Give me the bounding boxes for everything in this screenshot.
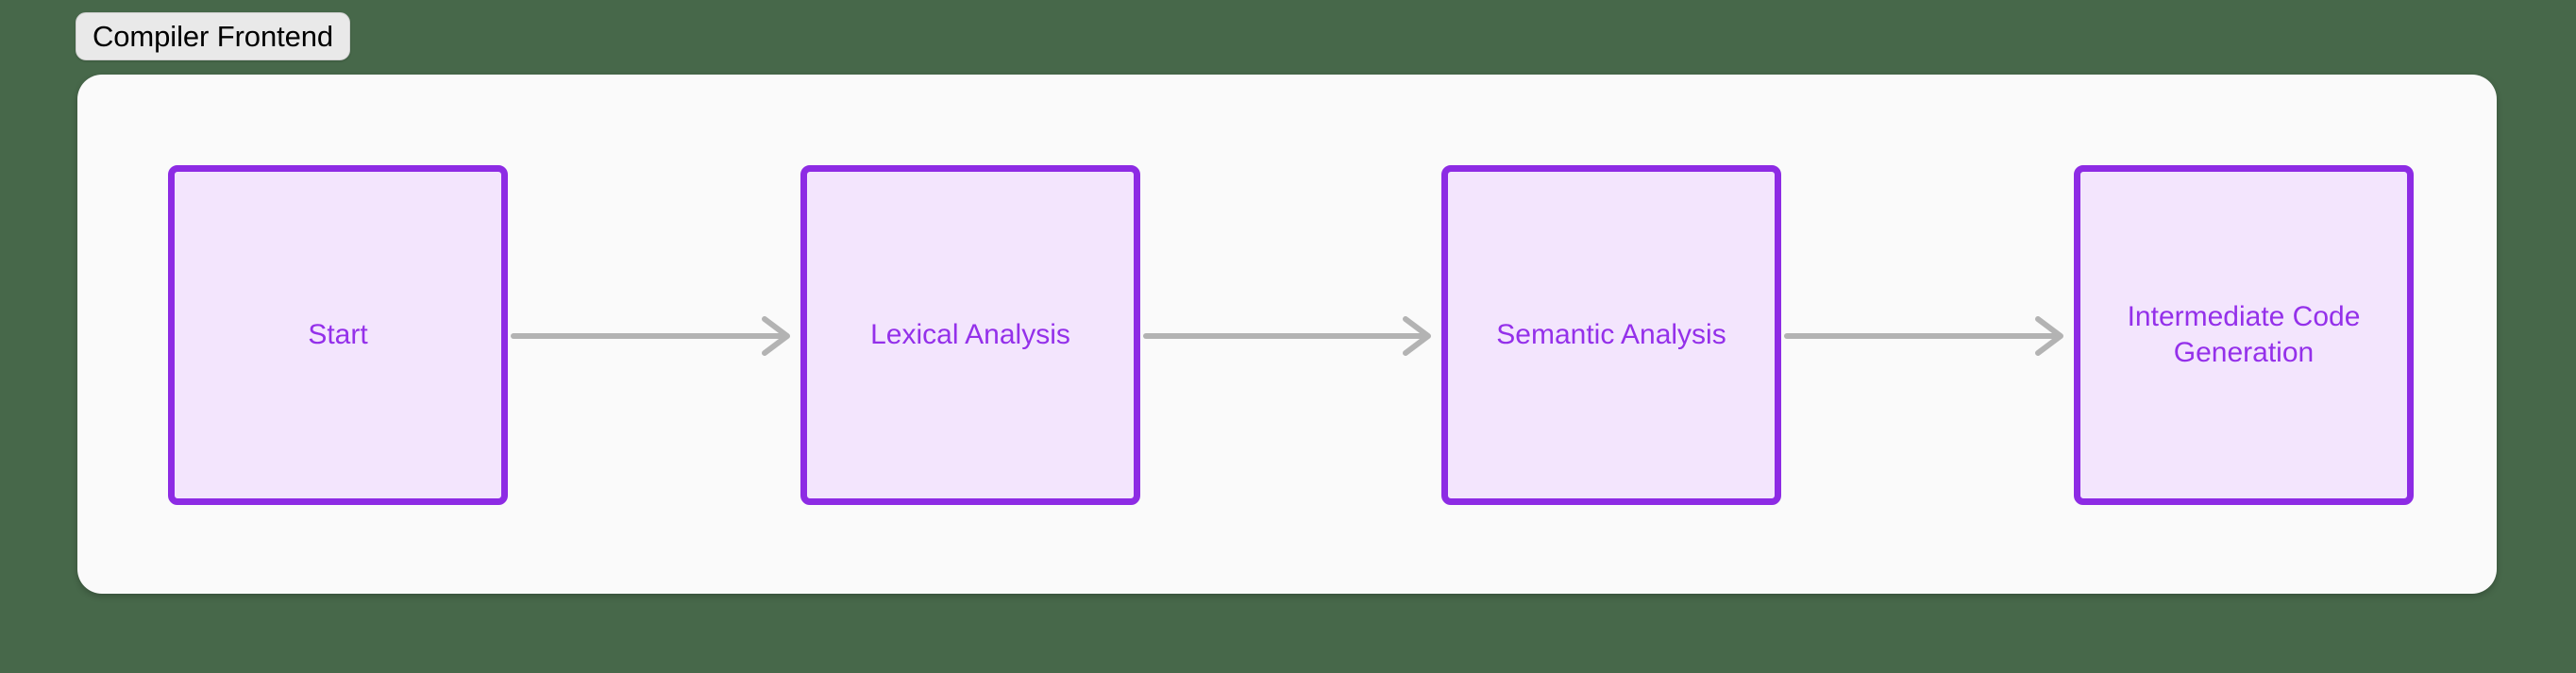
flow-edge-lexical-semantic: [1143, 316, 1431, 356]
flow-node-label: Lexical Analysis: [870, 318, 1070, 350]
diagram-title-label: Compiler Frontend: [93, 20, 334, 53]
flow-node-intermediate-code-generation[interactable]: Intermediate Code Generation: [2074, 165, 2414, 505]
flow-node-label: Intermediate Code Generation: [2127, 300, 2361, 368]
diagram-title-pill: Compiler Frontend: [76, 12, 351, 60]
flow-canvas[interactable]: Start Lexical Analysis Semantic Analysis…: [77, 75, 2497, 594]
flow-node-lexical-analysis[interactable]: Lexical Analysis: [800, 165, 1140, 505]
diagram-panel: Start Lexical Analysis Semantic Analysis…: [77, 75, 2497, 594]
flow-edge-start-lexical: [511, 316, 790, 356]
flow-node-start[interactable]: Start: [168, 165, 508, 505]
flow-node-semantic-analysis[interactable]: Semantic Analysis: [1441, 165, 1781, 505]
flow-node-label: Start: [308, 318, 368, 350]
flow-node-label: Semantic Analysis: [1496, 318, 1726, 350]
flow-edge-semantic-intermediate: [1784, 316, 2063, 356]
